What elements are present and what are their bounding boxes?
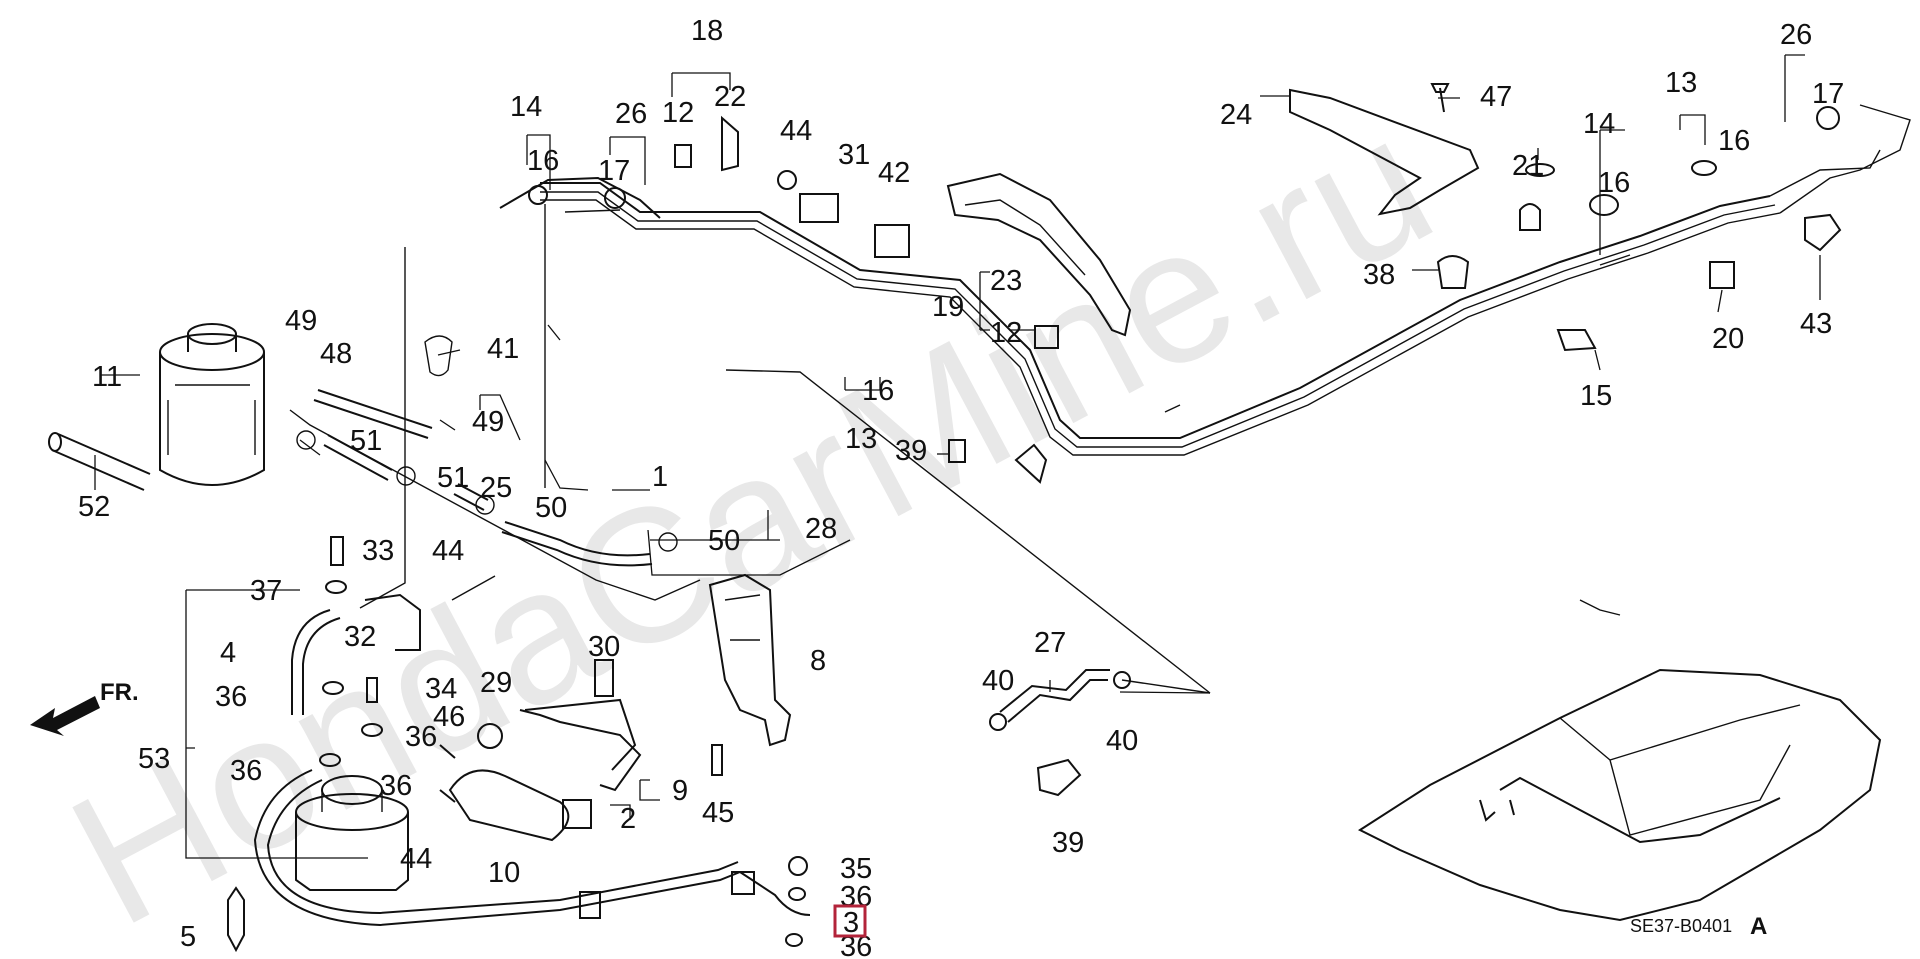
callout-12-mid: 12 <box>990 317 1022 349</box>
callout-40-a: 40 <box>982 665 1014 697</box>
callout-30: 30 <box>588 631 620 663</box>
callout-19: 19 <box>932 291 964 323</box>
callout-leaders <box>94 54 1821 859</box>
callout-28: 28 <box>805 513 837 545</box>
callout-23: 23 <box>990 265 1022 297</box>
front-arrow-label: FR. <box>100 679 139 706</box>
purge-hoses <box>289 389 701 601</box>
callout-39-mid: 39 <box>895 435 927 467</box>
callout-16-right-a: 16 <box>1598 167 1630 199</box>
bracket-24 <box>1289 88 1480 216</box>
callout-16-mid: 16 <box>862 375 894 407</box>
callout-42: 42 <box>878 157 910 189</box>
callout-48: 48 <box>320 338 352 370</box>
callout-11: 11 <box>92 361 122 393</box>
callout-21: 21 <box>1512 150 1544 182</box>
callout-16-left: 16 <box>527 145 559 177</box>
callout-35: 35 <box>840 853 872 885</box>
callout-43: 43 <box>1800 308 1832 340</box>
callout-27: 27 <box>1034 627 1066 659</box>
callout-44-top: 44 <box>780 115 812 147</box>
callout-29: 29 <box>480 667 512 699</box>
callout-14-left: 14 <box>510 91 542 123</box>
callout-18: 18 <box>691 15 723 47</box>
brackets-9-10 <box>448 698 642 842</box>
clip-39-lower <box>1036 758 1082 797</box>
charcoal-canister <box>159 323 265 486</box>
callout-8: 8 <box>810 645 826 677</box>
callout-49-mid: 49 <box>472 406 504 438</box>
callout-36-e: 36 <box>840 881 872 913</box>
callout-38: 38 <box>1363 259 1395 291</box>
callout-51-b: 51 <box>437 462 469 494</box>
fuel-pump-bracket <box>1014 443 1621 616</box>
callout-26-right: 26 <box>1780 19 1812 51</box>
clip-41 <box>424 335 453 377</box>
callout-labels: 18 12 22 26 14 16 17 44 31 42 23 19 12 1… <box>78 15 1844 959</box>
callout-44-low: 44 <box>400 843 432 875</box>
callout-50-a: 50 <box>535 492 567 524</box>
small-clips <box>674 83 1842 463</box>
callout-2: 2 <box>620 803 636 835</box>
callout-4: 4 <box>220 637 236 669</box>
watermark: HondaCarMine.ru <box>40 75 1464 959</box>
callout-3: 3 <box>843 907 859 939</box>
callout-13-right: 13 <box>1665 67 1697 99</box>
diagram-code-suffix: A <box>1750 913 1767 940</box>
callout-26-left: 26 <box>615 98 647 130</box>
canister-hose <box>48 432 151 491</box>
callout-1: 1 <box>652 461 668 493</box>
highlight-box-part-3 <box>833 904 867 938</box>
callout-13-mid: 13 <box>845 423 877 455</box>
callout-25: 25 <box>480 472 512 504</box>
callout-12-top: 12 <box>662 97 694 129</box>
callout-51-a: 51 <box>350 425 382 457</box>
callout-17-left: 17 <box>598 155 630 187</box>
guide-lines <box>359 204 1211 694</box>
car-locator-silhouette <box>1357 668 1882 922</box>
callout-36-d: 36 <box>380 770 412 802</box>
callout-17-right: 17 <box>1812 78 1844 110</box>
callout-32: 32 <box>344 621 376 653</box>
bolts-and-washers <box>319 536 808 947</box>
callout-33: 33 <box>362 535 394 567</box>
bracket-8 <box>708 573 792 747</box>
callout-44-mid: 44 <box>432 535 464 567</box>
callout-36-b: 36 <box>405 721 437 753</box>
callout-36-a: 36 <box>215 681 247 713</box>
callout-16-right-b: 16 <box>1718 125 1750 157</box>
hose-27 <box>989 669 1131 731</box>
callout-50-b: 50 <box>708 525 740 557</box>
callout-52: 52 <box>78 491 110 523</box>
fuel-lines-lower <box>253 593 811 927</box>
callout-46: 46 <box>433 701 465 733</box>
fuel-filter <box>295 775 409 891</box>
callout-15: 15 <box>1580 380 1612 412</box>
pipe-front-left <box>499 176 661 219</box>
callout-31: 31 <box>838 139 870 171</box>
callout-49-top: 49 <box>285 305 317 337</box>
callout-5: 5 <box>180 921 196 953</box>
callout-45: 45 <box>702 797 734 829</box>
diagram-code: SE37-B0401 <box>1630 916 1732 936</box>
bracket-23 <box>946 172 1132 337</box>
callout-22: 22 <box>714 81 746 113</box>
callout-10: 10 <box>488 857 520 889</box>
front-direction-arrow: FR. <box>30 679 139 736</box>
callout-34: 34 <box>425 673 457 705</box>
callout-39-low: 39 <box>1052 827 1084 859</box>
callout-47: 47 <box>1480 81 1512 113</box>
callout-24: 24 <box>1220 99 1252 131</box>
callout-37: 37 <box>250 575 282 607</box>
callout-53: 53 <box>138 743 170 775</box>
callout-20: 20 <box>1712 323 1744 355</box>
callout-14-right: 14 <box>1583 108 1615 140</box>
callout-40-b: 40 <box>1106 725 1138 757</box>
callout-9: 9 <box>672 775 688 807</box>
clamp-5 <box>227 886 245 953</box>
callout-41: 41 <box>487 333 519 365</box>
callout-36-c: 36 <box>230 755 262 787</box>
